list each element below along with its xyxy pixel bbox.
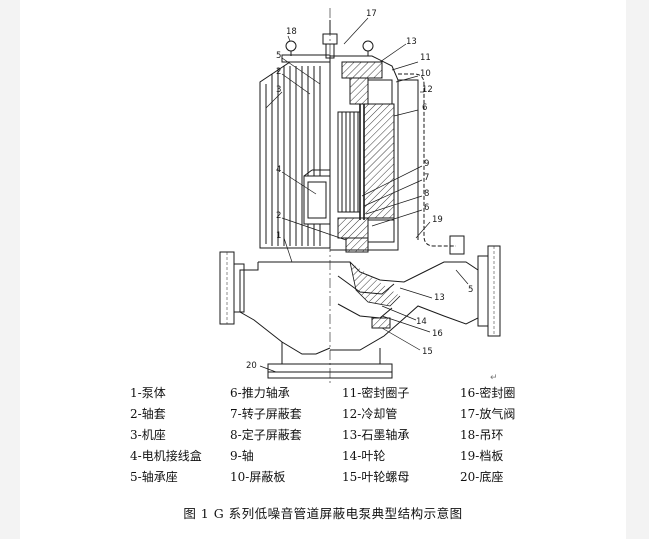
parts-legend: 1-泵体 6-推力轴承 11-密封圈子 16-密封圈 2-轴套 7-转子屏蔽套 … (130, 383, 590, 487)
callout-19: 19 (432, 215, 443, 225)
callout-11: 11 (420, 53, 431, 63)
callout-2: 2 (276, 67, 281, 77)
baffle (449, 235, 465, 255)
legend-item: 2-轴套 (130, 407, 166, 421)
legend-item: 9-轴 (230, 449, 254, 463)
callout-6b: 6 (424, 203, 429, 213)
figure-page: 17 18 13 11 5 2 3 10 12 6 4 9 7 8 6 19 2… (20, 0, 626, 539)
callout-14: 14 (416, 317, 427, 327)
callout-9: 9 (424, 159, 429, 169)
legend-item: 6-推力轴承 (230, 386, 290, 400)
outlet-flange (477, 245, 501, 337)
callout-20: 20 (246, 361, 257, 371)
legend-item: 8-定子屏蔽套 (230, 428, 302, 442)
pump-cross-section-drawing: 17 18 13 11 5 2 3 10 12 6 4 9 7 8 6 19 2… (219, 8, 501, 385)
callout-2b: 2 (276, 211, 281, 221)
callout-10: 10 (420, 69, 431, 79)
callout-12: 12 (422, 85, 433, 95)
legend-item: 16-密封圈 (460, 386, 516, 400)
callout-16: 16 (432, 329, 443, 339)
legend-item: 14-叶轮 (342, 449, 386, 463)
callout-18: 18 (286, 27, 297, 37)
callout-13: 13 (406, 37, 417, 47)
legend-item: 19-档板 (460, 449, 504, 463)
legend-item: 3-机座 (130, 428, 166, 442)
motor-housing (259, 54, 331, 249)
paragraph-mark: ↵ (490, 373, 498, 383)
legend-item: 12-冷却管 (342, 407, 398, 421)
callout-3: 3 (276, 85, 281, 95)
callout-1: 1 (276, 231, 281, 241)
legend-item: 15-叶轮螺母 (342, 470, 410, 484)
stator (363, 103, 395, 219)
legend-item: 5-轴承座 (130, 470, 178, 484)
callout-5b: 5 (468, 285, 473, 295)
legend-item: 11-密封圈子 (342, 386, 410, 400)
legend-item: 13-石墨轴承 (342, 428, 410, 442)
motor-section (330, 55, 399, 253)
callout-13b: 13 (434, 293, 445, 303)
pump-casing (239, 261, 479, 355)
legend-item: 17-放气阀 (460, 407, 516, 421)
callout-17: 17 (366, 9, 377, 19)
rotor (337, 111, 361, 213)
legend-item: 1-泵体 (130, 386, 166, 400)
callout-15: 15 (422, 347, 433, 357)
legend-item: 7-转子屏蔽套 (230, 407, 302, 421)
callout-6: 6 (422, 103, 427, 113)
lifting-ring-right (362, 40, 374, 56)
base (267, 342, 393, 379)
callout-5: 5 (276, 51, 281, 61)
lifting-ring-left (285, 40, 297, 56)
impeller (337, 275, 395, 295)
callout-8: 8 (424, 189, 429, 199)
inlet-flange (219, 251, 245, 325)
figure-caption: 图 1 G 系列低噪音管道屏蔽电泵典型结构示意图 (183, 506, 463, 521)
legend-item: 4-电机接线盒 (130, 449, 202, 463)
vent-valve (322, 20, 338, 59)
cooling-pipe (398, 73, 456, 247)
legend-item: 18-吊环 (460, 428, 504, 442)
callout-4: 4 (276, 165, 281, 175)
legend-item: 10-屏蔽板 (230, 470, 286, 484)
legend-item: 20-底座 (460, 470, 504, 484)
leader-lines (259, 17, 469, 373)
callout-7: 7 (424, 173, 429, 183)
